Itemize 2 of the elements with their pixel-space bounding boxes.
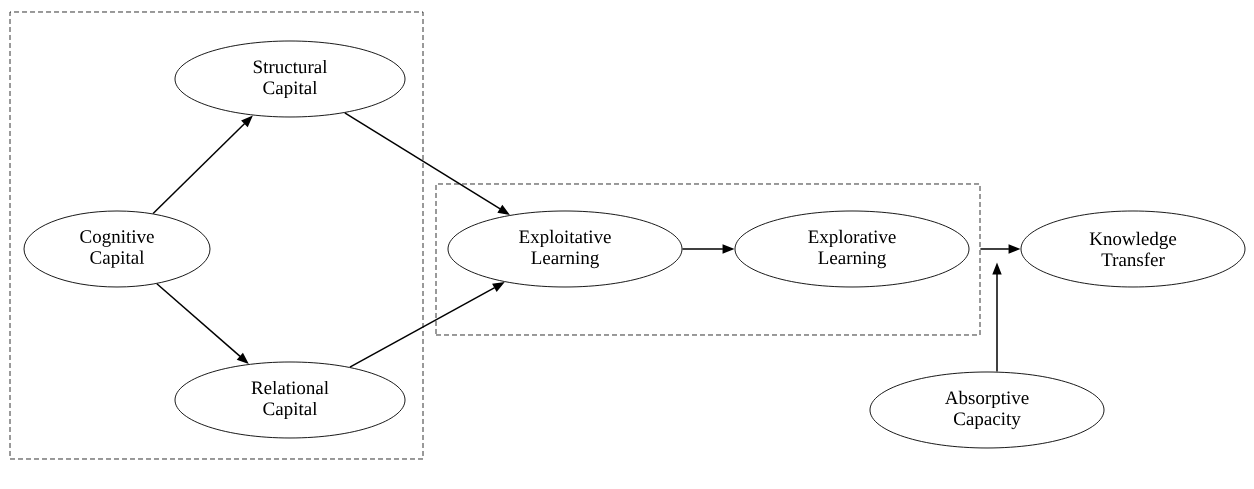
dashed-group-box: [435, 183, 981, 336]
dashed-group-box: [9, 11, 424, 460]
